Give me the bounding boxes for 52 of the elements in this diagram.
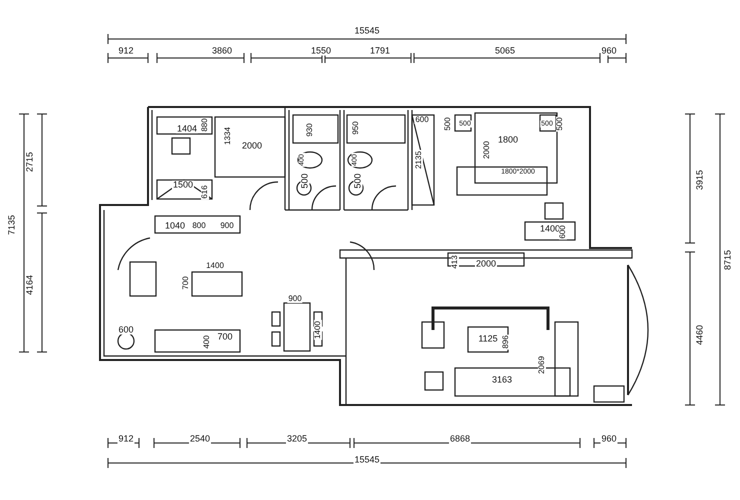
dimension-label: 700 bbox=[182, 275, 190, 291]
dimension-label: 1125 bbox=[477, 334, 499, 344]
dimension-label: 6868 bbox=[448, 434, 472, 444]
dimension-label: 1500 bbox=[172, 180, 194, 190]
dimension-label: 15545 bbox=[353, 26, 381, 36]
dimension-label: 2715 bbox=[26, 150, 34, 174]
dimension-label: 3915 bbox=[696, 168, 704, 192]
dimension-label: 880 bbox=[201, 117, 209, 133]
dimension-label: 2000 bbox=[474, 260, 498, 268]
dimension-label: 1550 bbox=[310, 46, 332, 56]
dimension-label: 1404 bbox=[176, 124, 198, 134]
dimension-label: 960 bbox=[600, 434, 618, 444]
dimension-label: 896 bbox=[502, 334, 510, 350]
dimension-label: 1400 bbox=[205, 262, 225, 270]
dimension-label: 912 bbox=[117, 434, 135, 444]
dimension-label: 1400 bbox=[314, 320, 322, 340]
dimension-label: 912 bbox=[117, 46, 135, 56]
dimension-label: 900 bbox=[287, 295, 303, 303]
dimension-label: 5065 bbox=[494, 46, 516, 56]
dimension-label: 600 bbox=[414, 116, 430, 124]
dimension-label: 800 bbox=[191, 222, 207, 230]
dimension-label: 7135 bbox=[8, 214, 16, 236]
dimension-label: 500 bbox=[444, 116, 452, 132]
dimension-label: 2000 bbox=[483, 140, 491, 160]
dimension-label: 600 bbox=[559, 224, 567, 240]
dimension-label: 4164 bbox=[26, 274, 34, 296]
dimension-label: 3163 bbox=[490, 376, 514, 384]
dimension-label: 2135 bbox=[415, 150, 423, 170]
dimension-label: 1791 bbox=[368, 46, 392, 56]
dimension-label: 600 bbox=[117, 326, 135, 334]
dimension-label: 8715 bbox=[724, 248, 732, 272]
dimension-label: 1040 bbox=[164, 222, 186, 230]
dimension-label: 3205 bbox=[286, 434, 308, 444]
dimension-label: 2540 bbox=[188, 434, 212, 444]
dimension-label: 1800 bbox=[496, 136, 520, 144]
dimension-label: 3860 bbox=[210, 46, 234, 56]
dimension-label: 1334 bbox=[224, 126, 232, 146]
dimension-label: 930 bbox=[306, 122, 314, 138]
dimension-label: 500 bbox=[354, 172, 362, 190]
dimension-label: 400 bbox=[203, 334, 211, 350]
dimension-label: 900 bbox=[219, 222, 235, 230]
dimension-label: 413 bbox=[451, 254, 459, 270]
dimension-label: 2000 bbox=[240, 142, 264, 150]
dimension-label: 2069 bbox=[538, 355, 546, 375]
dimension-label: 4460 bbox=[696, 324, 704, 346]
dimension-label: 15545 bbox=[353, 456, 381, 464]
dimension-label: 616 bbox=[201, 184, 209, 200]
dimension-label: 500 bbox=[300, 172, 310, 190]
dimension-label: 950 bbox=[352, 120, 360, 136]
dimension-label: 960 bbox=[600, 46, 618, 56]
dimension-label: 700 bbox=[216, 332, 234, 342]
dimension-label: 500 bbox=[556, 116, 564, 132]
